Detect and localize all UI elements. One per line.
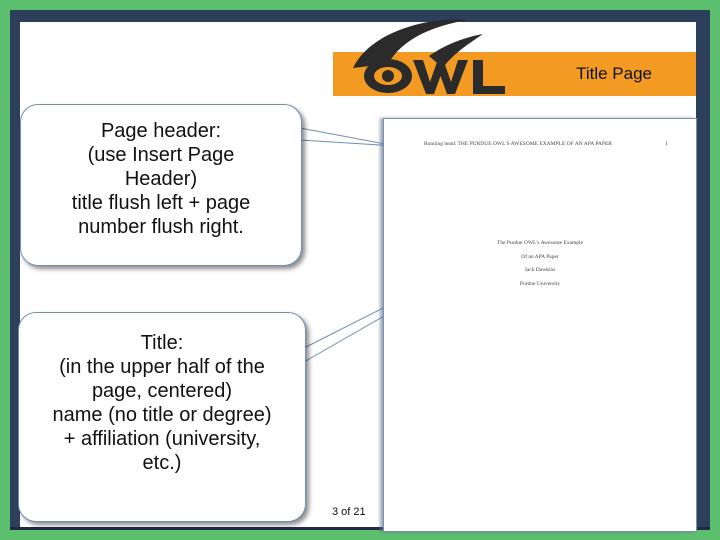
- document-affiliation: Purdue University: [519, 280, 561, 287]
- title-callout: Title: (in the upper half of the page, c…: [18, 312, 306, 522]
- callout-line: (use Insert Page: [87, 144, 235, 166]
- owl-wing-shape: [353, 19, 468, 68]
- callout-line: page, centered): [91, 380, 233, 402]
- document-page-number: 1: [665, 141, 668, 147]
- document-page-preview: Running head: THE PURDUE OWL'S AWESOME E…: [383, 118, 697, 532]
- callout-line: etc.): [142, 452, 182, 474]
- callout-line: name (no title or degree): [52, 404, 272, 426]
- owl-logo: [353, 19, 505, 94]
- header-callout-pointer: [299, 127, 397, 147]
- callout-line: title flush left + page: [71, 192, 251, 214]
- page-title: Title Page: [576, 64, 652, 83]
- document-title-line: The Purdue OWL's Awesome Example: [496, 240, 584, 246]
- callout-line: number flush right.: [78, 216, 244, 238]
- slide-number: 3 of 21: [332, 506, 366, 518]
- owl-letter-l: [473, 60, 505, 94]
- owl-pupil: [382, 70, 394, 82]
- header-callout: Page header: (use Insert Page Header) ti…: [20, 104, 302, 266]
- callout-line: Page header:: [100, 120, 222, 142]
- slide-bottom-strip: [10, 527, 710, 530]
- document-title-block: The Purdue OWL's Awesome Example Of an A…: [384, 237, 696, 291]
- callout-line: Title:: [140, 332, 184, 354]
- owl-letter-w: [413, 60, 468, 94]
- document-title-line: Of an APA Paper: [521, 253, 559, 260]
- callout-line: Header): [124, 168, 198, 190]
- owl-ear-shape: [429, 34, 483, 68]
- callout-line: (in the upper half of the: [59, 356, 265, 378]
- running-head: Running head: THE PURDUE OWL'S AWESOME E…: [424, 141, 612, 147]
- document-author: Jack Dawkins: [524, 267, 556, 273]
- callout-line: + affiliation (university,: [63, 428, 261, 450]
